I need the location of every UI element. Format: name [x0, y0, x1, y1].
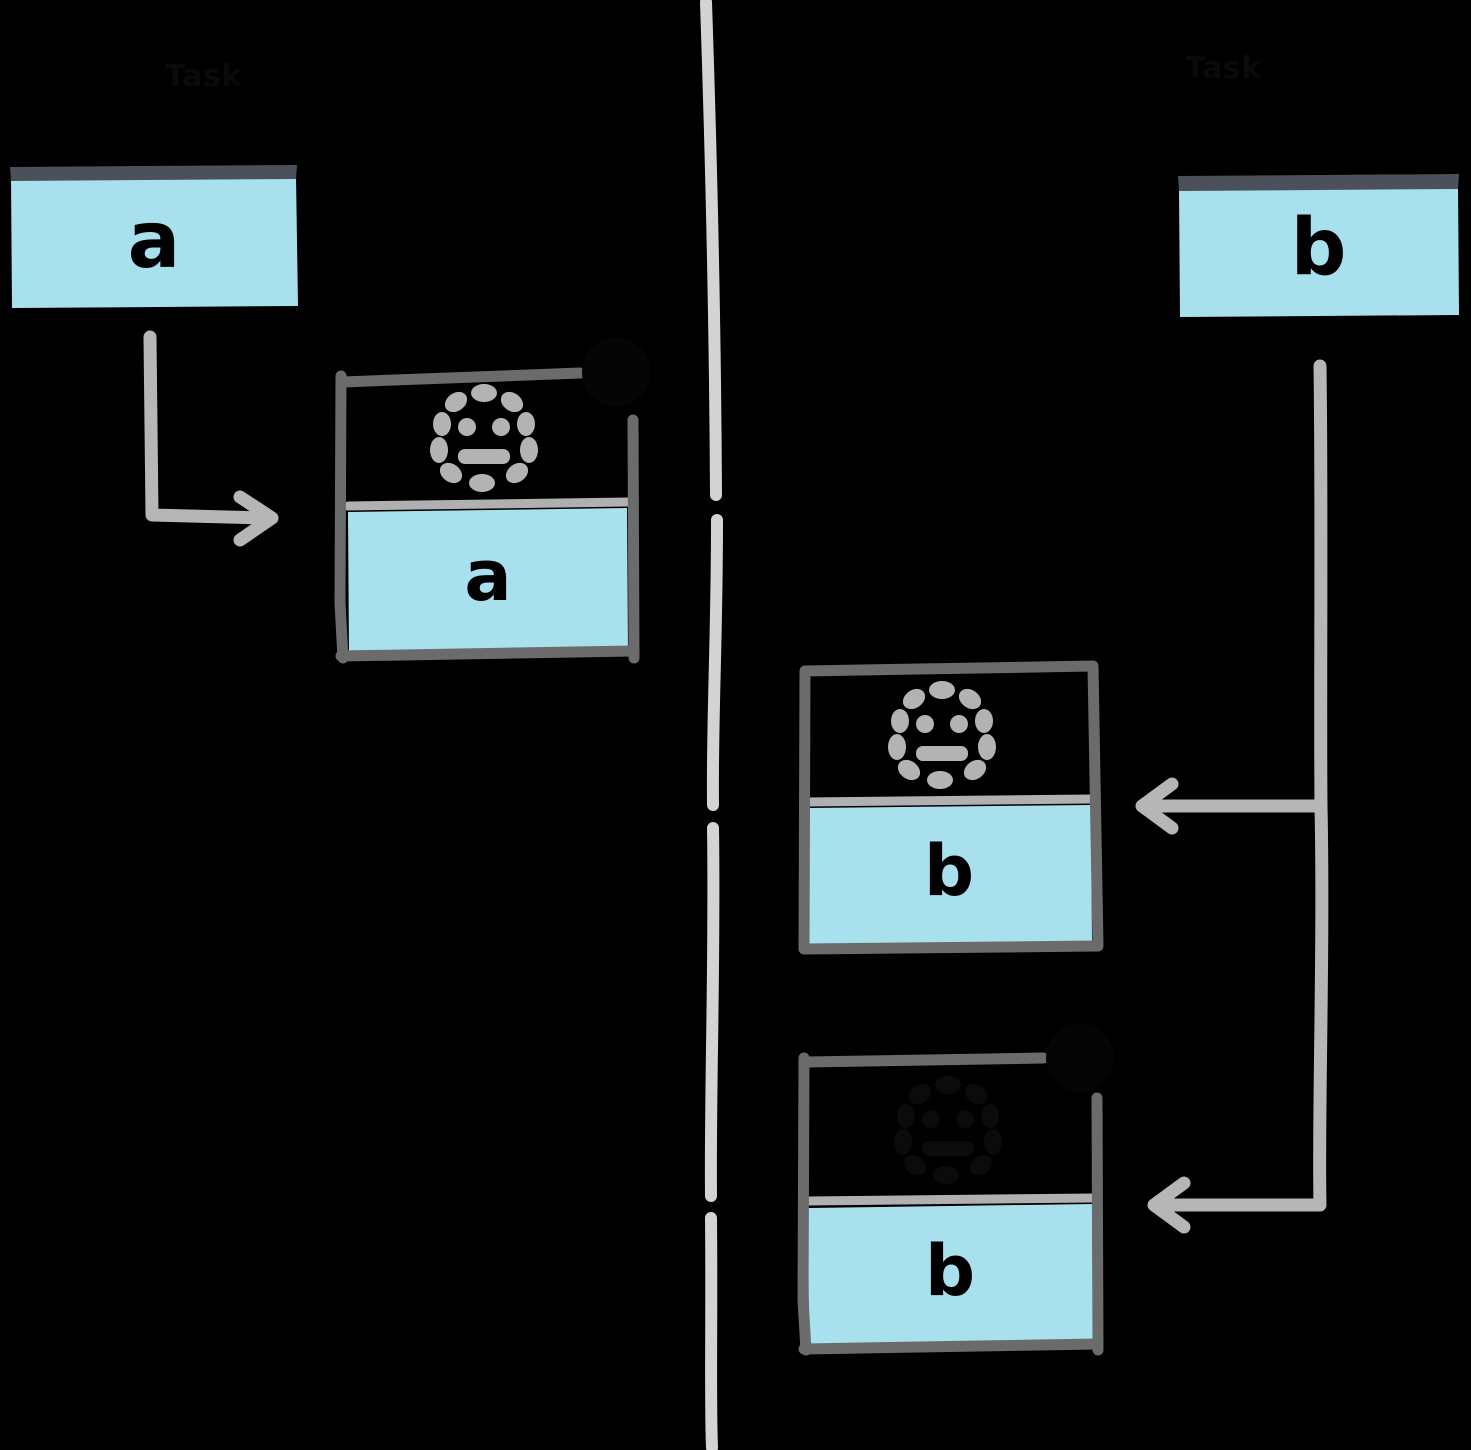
container-a-body — [348, 508, 628, 655]
vertical-separator — [700, 0, 723, 1450]
container-box-b-2[interactable] — [797, 1024, 1114, 1356]
arrow-a-head — [233, 490, 279, 547]
source-box-b[interactable] — [1178, 174, 1459, 317]
source-b-body — [1179, 186, 1459, 317]
source-a-caption: Task — [165, 59, 242, 94]
divider-seg-4 — [705, 1212, 718, 1450]
container-b2-border-bottom — [798, 1338, 1103, 1355]
arrow-a-to-container-a — [143, 330, 279, 547]
divider-seg-2 — [706, 514, 723, 811]
container-a-border-left — [334, 370, 349, 664]
container-a-letter: a — [464, 535, 512, 617]
container-b2-border-right — [1091, 1092, 1104, 1356]
arrow-b1-path — [1151, 359, 1328, 813]
arrow-b2-path — [1163, 799, 1329, 1212]
dotted-circle-face-icon — [430, 384, 538, 492]
arrow-b2-head — [1147, 1176, 1191, 1234]
container-a-border — [337, 367, 586, 388]
arrow-b-to-container-b2 — [1147, 799, 1329, 1234]
arrow-b1-head — [1135, 777, 1179, 835]
container-a-split-line — [343, 497, 633, 511]
source-a-body — [11, 176, 298, 308]
container-box-a[interactable] — [334, 338, 650, 664]
divider-seg-1 — [700, 0, 722, 501]
container-b1-split-line — [801, 794, 1097, 807]
source-a-letter: a — [127, 196, 181, 286]
arrow-b-to-container-b1 — [1135, 359, 1328, 835]
container-a-border-bottom — [335, 645, 639, 662]
container-b2-letter: b — [924, 1230, 976, 1312]
source-b-caption: Task — [1185, 51, 1262, 86]
source-b-header — [1178, 174, 1459, 191]
container-b2-body — [808, 1204, 1093, 1347]
source-b-letter: b — [1290, 203, 1347, 293]
dotted-circle-face-icon — [888, 681, 996, 789]
divider-seg-3 — [704, 822, 720, 1202]
container-b2-split-line — [802, 1193, 1098, 1206]
arrow-a-path — [143, 330, 269, 525]
container-b1-letter: b — [923, 830, 975, 912]
container-b1-border — [798, 660, 1104, 955]
container-a-badge — [582, 338, 650, 406]
container-b2-border-left — [797, 1052, 812, 1356]
container-b2-border-top — [800, 1052, 1049, 1068]
container-a-border-right — [627, 414, 640, 664]
source-box-a[interactable] — [10, 165, 298, 308]
container-box-b-1[interactable] — [798, 660, 1104, 955]
dotted-circle-face-icon — [894, 1076, 1002, 1184]
container-b2-badge — [1046, 1024, 1114, 1092]
container-b1-body — [806, 805, 1092, 945]
source-a-header — [10, 165, 297, 181]
